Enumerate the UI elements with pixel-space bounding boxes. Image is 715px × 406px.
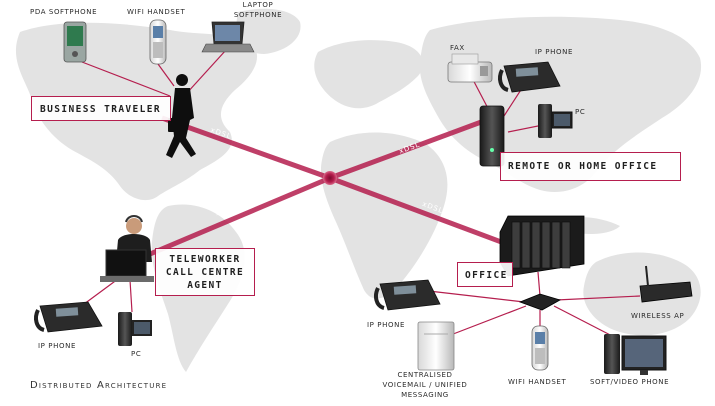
office-box: OFFICE — [457, 262, 513, 287]
ip-phone-office-label: IP PHONE — [367, 321, 405, 329]
link-laptop — [185, 49, 227, 95]
link-office-to-switch — [537, 271, 541, 297]
pc-home-label: PC — [575, 108, 586, 116]
link-switch-ip-phone — [419, 289, 525, 303]
link-hub-to-teleworker — [149, 175, 331, 257]
wifi-handset-office-label: WIFI HANDSET — [508, 378, 567, 386]
ip-phone-tele-label: IP PHONE — [38, 342, 76, 350]
office-pbx-rack-icon — [499, 215, 585, 277]
wifi-handset-icon — [531, 325, 549, 371]
link-hub-to-home-office — [329, 115, 493, 181]
business-traveler-silhouette-icon — [166, 74, 196, 158]
pc-tele-label: PC — [131, 350, 142, 358]
link-traveler-to-hub — [161, 115, 331, 181]
teleworker-line-1: TELEWORKER — [169, 254, 241, 265]
europe-shape — [314, 40, 424, 109]
ip-phone-icon — [34, 301, 103, 333]
link-switch-voicemail — [447, 305, 527, 337]
network-hub — [323, 171, 337, 185]
voicemail-label: CENTRALISED VOICEMAIL / UNIFIED MESSAGIN… — [360, 370, 490, 400]
pda-softphone-label: PDA SOFTPHONE — [30, 8, 98, 16]
teleworker-line-3: AGENT — [187, 280, 223, 291]
link-pc-tele — [129, 279, 133, 313]
wifi-handset-label: WIFI HANDSET — [127, 8, 186, 16]
fax-icon — [447, 53, 493, 83]
pda-icon — [63, 21, 87, 63]
link-hub-to-office — [329, 175, 513, 249]
africa-shape — [320, 132, 448, 299]
home-office-router-icon — [479, 105, 505, 167]
soft-video-phone-icon — [604, 334, 667, 375]
fax-label: FAX — [450, 44, 465, 52]
ip-phone-icon — [374, 279, 441, 311]
pc-icon — [118, 312, 152, 346]
wireless-ap-label: WIRELESS AP — [631, 312, 685, 320]
teleworker-box: TELEWORKER CALL CENTRE AGENT — [155, 248, 255, 296]
network-switch-icon — [518, 293, 562, 311]
greenland-shape — [236, 8, 301, 55]
soft-video-phone-label: SOFT/VIDEO PHONE — [590, 378, 670, 386]
business-traveler-box: BUSINESS TRAVELER — [31, 96, 171, 121]
link-switch-ap — [555, 295, 641, 301]
backbone-links — [149, 115, 513, 257]
ip-phone-icon — [498, 61, 561, 93]
link-wifi-handset-traveler — [157, 63, 175, 87]
teleworker-agent-icon — [100, 215, 154, 282]
remote-home-office-box: REMOTE OR HOME OFFICE — [500, 152, 681, 181]
laptop-icon — [201, 21, 255, 53]
wifi-handset-icon — [149, 19, 167, 65]
teleworker-line-2: CALL CENTRE — [165, 267, 245, 278]
voicemail-line-2: VOICEMAIL / UNIFIED — [382, 381, 468, 389]
voicemail-line-3: MESSAGING — [401, 391, 449, 399]
link-pda — [81, 61, 171, 97]
diagram-title: Distributed Architecture — [30, 380, 168, 391]
laptop-softphone-label: LAPTOP SOFTPHONE — [228, 0, 288, 20]
pc-icon — [538, 104, 573, 138]
voicemail-server-icon — [417, 321, 455, 371]
voicemail-line-1: CENTRALISED — [397, 371, 453, 379]
ip-phone-home-label: IP PHONE — [535, 48, 573, 56]
wireless-access-point-icon — [639, 265, 693, 303]
laptop-softphone-text: LAPTOP SOFTPHONE — [233, 1, 283, 19]
